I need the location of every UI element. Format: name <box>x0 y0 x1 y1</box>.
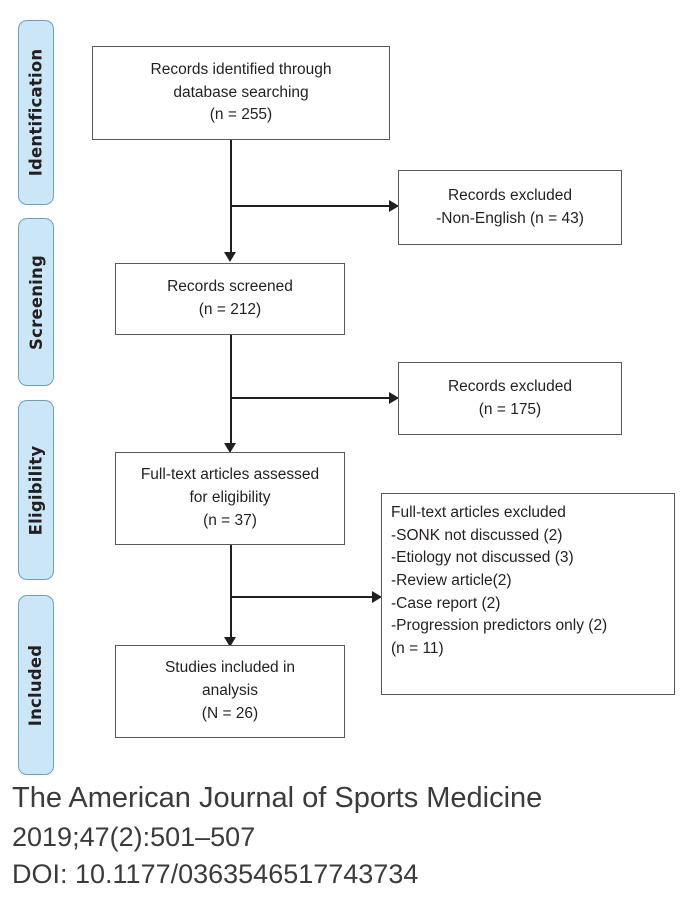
box-fulltext-assessed: Full-text articles assessed for eligibil… <box>115 452 345 545</box>
box-records-excluded-screening-line-1: Records excluded <box>447 377 573 395</box>
connector-fulltext-to-included <box>230 545 232 639</box>
arrow-fulltext-to-excluded-fulltext <box>372 591 382 603</box>
box-studies-included-line-1: Studies included in <box>164 659 296 677</box>
stage-label-included: Included <box>18 595 54 775</box>
box-fulltext-excluded: Full-text articles excluded -SONK not di… <box>381 493 675 695</box>
box-fulltext-assessed-line-1: Full-text articles assessed <box>140 466 320 484</box>
box-records-excluded-language: Records excluded -Non-English (n = 43) <box>398 170 622 245</box>
arrow-identified-to-screened <box>224 252 236 262</box>
box-records-identified: Records identified through database sear… <box>92 46 390 140</box>
box-records-screened-line-2: (n = 212) <box>198 301 262 318</box>
box-records-identified-line-1: Records identified through <box>150 60 332 78</box>
box-fulltext-excluded-line-4: -Review article(2) <box>391 571 512 589</box>
box-fulltext-excluded-line-3: -Etiology not discussed (3) <box>391 549 574 567</box>
box-records-excluded-language-line-2: -Non-English (n = 43) <box>436 209 584 227</box>
box-records-excluded-screening-line-2: (n = 175) <box>478 400 542 418</box>
box-records-identified-line-3: (n = 255) <box>209 106 273 124</box>
connector-fulltext-to-excluded-fulltext <box>230 596 373 598</box>
citation-issue: 2019;47(2):501–507 <box>12 822 256 852</box>
citation-journal: The American Journal of Sports Medicine <box>12 782 543 814</box>
connector-screened-to-fulltext <box>230 335 232 445</box>
box-studies-included: Studies included in analysis (N = 26) <box>115 645 345 738</box>
box-fulltext-excluded-line-7: (n = 11) <box>391 639 444 657</box>
box-records-excluded-language-line-1: Records excluded <box>447 186 573 204</box>
stage-label-identification: Identification <box>18 20 54 205</box>
box-studies-included-line-2: analysis <box>202 682 258 700</box>
box-fulltext-excluded-line-6: -Progression predictors only (2) <box>391 617 608 635</box>
connector-screened-to-excluded-screening <box>230 397 390 399</box>
stage-label-screening: Screening <box>18 218 54 386</box>
box-fulltext-assessed-line-3: (n = 37) <box>203 511 257 529</box>
citation-doi: DOI: 10.1177/0363546517743734 <box>12 859 419 889</box>
box-records-excluded-screening: Records excluded (n = 175) <box>398 362 622 435</box>
box-fulltext-excluded-line-1: Full-text articles excluded <box>391 504 566 521</box>
connector-identified-to-excluded-language <box>230 205 390 207</box>
stage-label-included-text: Included <box>26 644 46 726</box>
box-fulltext-assessed-line-2: for eligibility <box>189 489 271 507</box>
arrow-screened-to-fulltext <box>224 443 236 453</box>
stage-label-identification-text: Identification <box>26 48 46 177</box>
stage-label-eligibility: Eligibility <box>18 400 54 580</box>
stage-label-screening-text: Screening <box>26 254 46 350</box>
arrow-screened-to-excluded-screening <box>389 392 399 404</box>
connector-identified-to-screened <box>230 140 232 254</box>
stage-label-eligibility-text: Eligibility <box>26 445 46 535</box>
box-fulltext-excluded-line-5: -Case report (2) <box>391 594 501 612</box>
arrow-identified-to-excluded-language <box>389 200 399 212</box>
box-records-screened-line-1: Records screened <box>167 278 293 296</box>
box-fulltext-excluded-line-2: -SONK not discussed (2) <box>391 526 563 544</box>
box-records-screened: Records screened (n = 212) <box>115 263 345 335</box>
box-studies-included-line-3: (N = 26) <box>201 704 259 722</box>
box-records-identified-line-2: database searching <box>173 83 309 101</box>
arrow-fulltext-to-included <box>224 637 236 647</box>
